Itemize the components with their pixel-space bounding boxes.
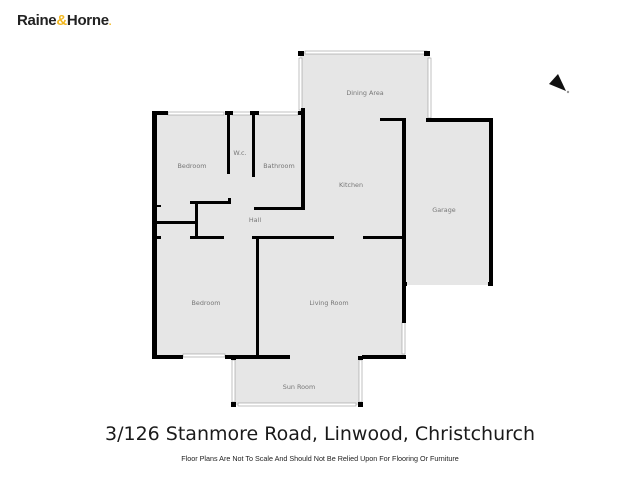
room-label-hall: Hall (249, 216, 261, 224)
floor-areas (155, 52, 490, 405)
walls (152, 51, 493, 407)
room-label-dining-area: Dining Area (346, 89, 383, 97)
room-labels: Bedroom W.c. Bathroom Hall Dining Area K… (178, 89, 456, 391)
room-label-living-room: Living Room (309, 299, 348, 307)
brand-name-part2: Horne (66, 12, 109, 29)
north-arrow-icon (549, 74, 570, 94)
property-address: 3/126 Stanmore Road, Linwood, Christchur… (105, 423, 535, 445)
room-label-wc: W.c. (233, 149, 246, 157)
room-label-bathroom: Bathroom (263, 162, 294, 170)
brand-ampersand: & (56, 12, 67, 29)
room-label-sun-room: Sun Room (283, 383, 315, 391)
brand-dot: . (108, 17, 112, 28)
brand-logo: Raine&Horne. (17, 12, 112, 29)
disclaimer-text: Floor Plans Are Not To Scale And Should … (181, 454, 459, 463)
brand-name-part1: Raine (17, 12, 57, 29)
room-label-bedroom-1: Bedroom (178, 162, 207, 170)
room-label-bedroom-2: Bedroom (192, 299, 221, 307)
room-label-garage: Garage (432, 206, 455, 214)
room-label-kitchen: Kitchen (339, 181, 363, 189)
